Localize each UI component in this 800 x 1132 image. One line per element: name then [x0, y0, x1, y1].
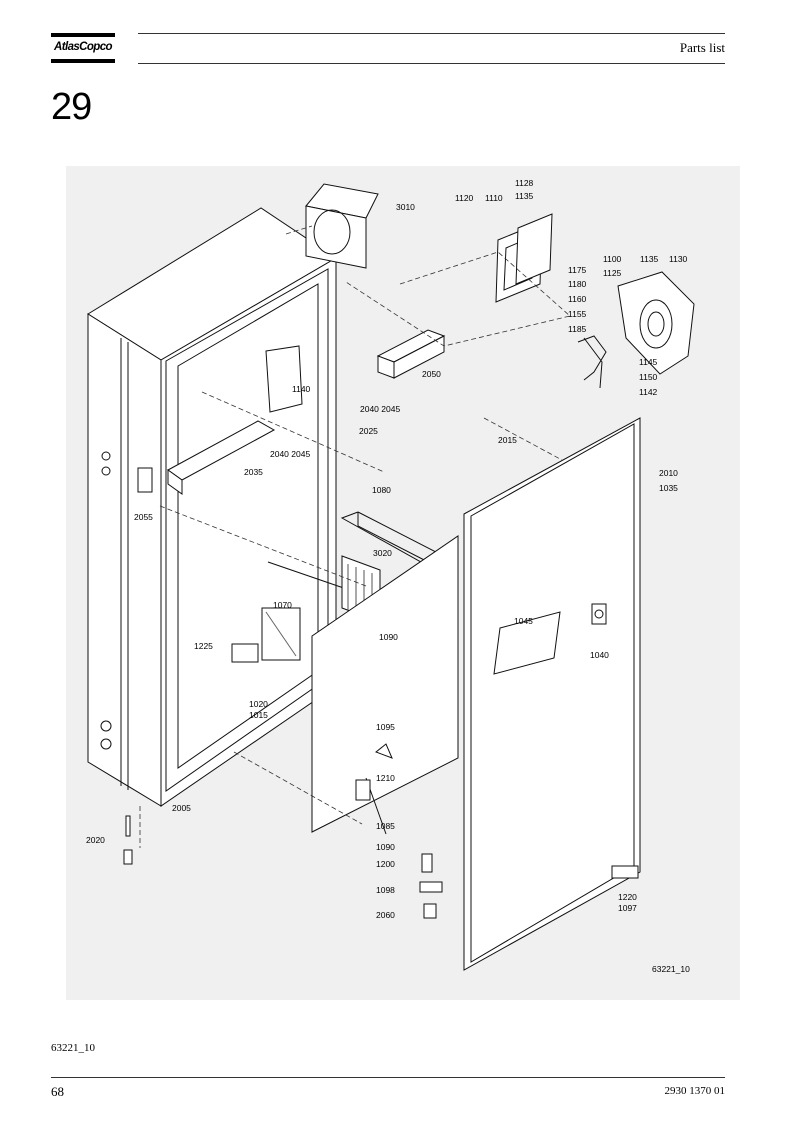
callout: 1140	[292, 384, 311, 394]
callout: 1120	[455, 193, 474, 203]
callout: 1040	[590, 650, 609, 660]
brand-logo: AtlasCopco	[51, 33, 115, 63]
callout: 1142	[639, 387, 658, 397]
drawing-svg: 3010 1128 1135 1120 1110 1100 1135 1130 …	[86, 178, 695, 974]
callout-labels: 3010 1128 1135 1120 1110 1100 1135 1130 …	[86, 178, 690, 974]
callout: 1085	[376, 821, 395, 831]
callout: 1125	[603, 268, 622, 278]
callout: 1020	[249, 699, 268, 709]
callout: 2025	[359, 426, 378, 436]
page-number: 68	[51, 1084, 64, 1099]
callout: 1135	[515, 191, 534, 201]
callout: 1080	[372, 485, 391, 495]
callout: 2005	[172, 803, 191, 813]
callout: 1150	[639, 372, 658, 382]
header-title: Parts list	[679, 40, 725, 55]
callout: 2010	[659, 468, 678, 478]
callout: 1180	[568, 279, 587, 289]
line-art	[87, 183, 695, 971]
section-number: 29	[51, 86, 92, 128]
callout: 1130	[669, 254, 688, 264]
callout: 1110	[485, 193, 503, 203]
callout: 1090	[379, 632, 398, 642]
callout: 1128	[515, 178, 534, 188]
callout: 1155	[568, 309, 587, 319]
callout: 3020	[373, 548, 392, 558]
callout: 1220	[618, 892, 637, 902]
figure-caption: 63221_10	[51, 1042, 95, 1054]
brand-wordmark: AtlasCopco	[54, 41, 113, 53]
callout: 1200	[376, 859, 395, 869]
callout: 2040 2045	[360, 404, 400, 414]
callout: 1070	[273, 600, 292, 610]
callout: 1210	[376, 773, 395, 783]
exploded-parts-drawing: 3010 1128 1135 1120 1110 1100 1135 1130 …	[66, 166, 740, 1000]
callout: 1160	[568, 294, 587, 304]
callout: 2060	[376, 910, 395, 920]
callout: 1098	[376, 885, 395, 895]
callout: 2055	[134, 512, 153, 522]
callout: 3010	[396, 202, 415, 212]
header-rule-top	[138, 33, 725, 34]
callout: 2050	[422, 369, 441, 379]
callout: 2015	[498, 435, 517, 445]
callout: 1185	[568, 324, 587, 334]
header-rule-bottom	[138, 63, 725, 64]
callout: 1135	[640, 254, 659, 264]
callout: 1045	[514, 616, 533, 626]
document-number: 2930 1370 01	[664, 1085, 726, 1097]
callout: 1145	[639, 357, 658, 367]
callout: 1035	[659, 483, 678, 493]
callout: 1097	[618, 903, 637, 913]
callout: 1095	[376, 722, 395, 732]
callout: 1090	[376, 842, 395, 852]
callout: 2040 2045	[270, 449, 310, 459]
footer-rule	[51, 1077, 725, 1078]
callout: 1100	[603, 254, 622, 264]
callout: 1015	[249, 710, 268, 720]
callout: 1225	[194, 641, 213, 651]
assembly-guides	[139, 225, 571, 848]
callout: 1175	[568, 265, 587, 275]
drawing-id: 63221_10	[652, 964, 690, 974]
callout: 2020	[86, 835, 105, 845]
callout: 2035	[244, 467, 263, 477]
